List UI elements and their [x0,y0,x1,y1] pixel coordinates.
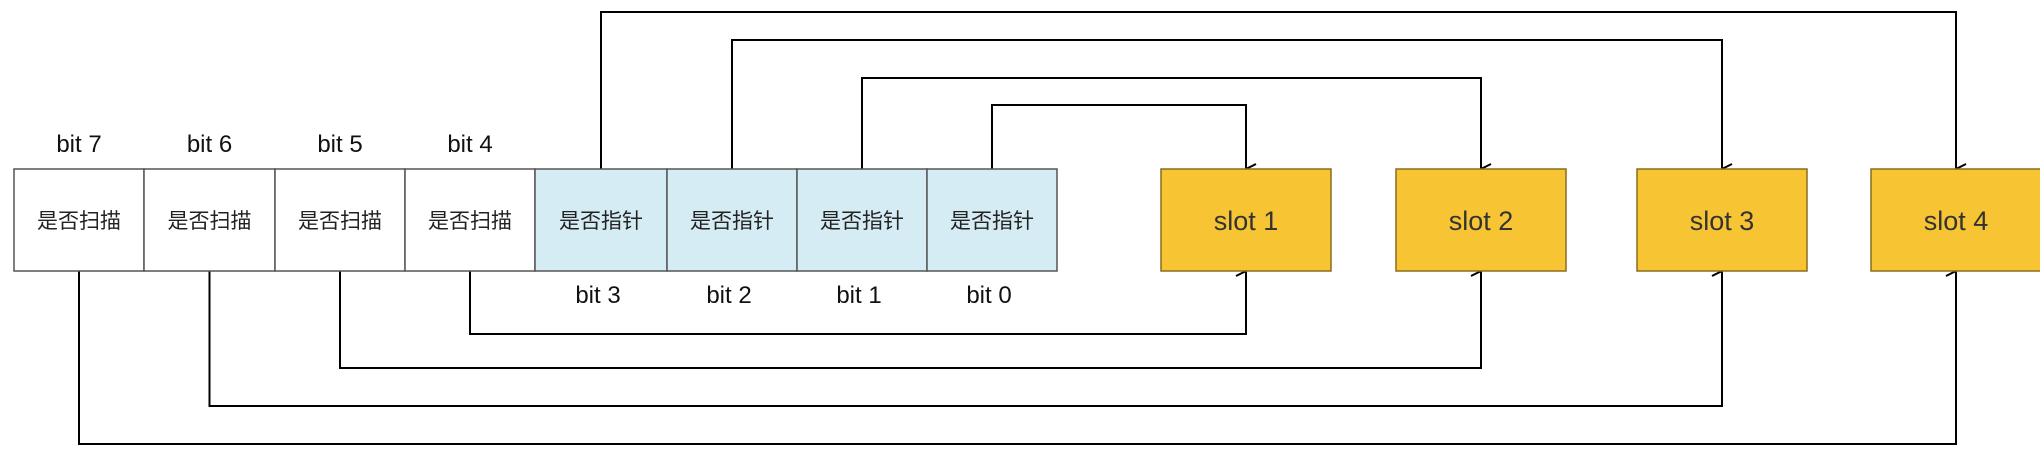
bit-label-bit-2: bit 2 [706,282,751,309]
slots: slot 1 slot 2 slot 3 slot 4 [1160,168,2040,272]
connector-wires [78,11,1957,445]
arrow-bit-4-to-slot-1 [469,271,1247,335]
bitmap-byte: 是否扫描 是否扫描 是否扫描 是否扫描 是否指针 是否指针 是否指针 是否指针 [13,168,1058,272]
bit-cell-bit-1: 是否指针 [796,168,928,272]
bit-cell-text: 是否指针 [690,209,774,233]
bit-label-bit-0: bit 0 [966,282,1011,309]
bit-cell-bit-2: 是否指针 [666,168,798,272]
bit-cell-box [13,168,145,272]
arrow-bit-2-to-slot-3 [731,39,1722,169]
bit-cell-bit-4: 是否扫描 [404,168,536,272]
bit-cell-box [666,168,798,272]
slot-3-box: slot 3 [1636,168,1808,272]
bit-cell-bit-6: 是否扫描 [143,168,276,272]
slot-rect [1395,168,1567,272]
slot-1-box: slot 1 [1160,168,1332,272]
bit-cell-text: 是否扫描 [168,209,252,233]
bit-label-bit-5: bit 5 [317,131,362,158]
bit-label-bit-4: bit 4 [447,131,492,158]
arrow-bit-5-to-slot-2 [339,271,1482,369]
bit-label-bit-1: bit 1 [836,282,881,309]
arrow-bit-6-to-slot-3 [208,271,1723,407]
slot-label: slot 2 [1449,206,1514,236]
bit-label-bit-3: bit 3 [575,282,620,309]
bit-cell-bit-3: 是否指针 [534,168,668,272]
bit-cell-bit-0: 是否指针 [926,168,1058,272]
bit-cell-box [143,168,276,272]
arrow-bit-0-to-slot-1 [991,104,1246,169]
bit-cell-text: 是否指针 [559,209,643,233]
bit-cell-text: 是否扫描 [428,209,512,233]
slot-rect [1636,168,1808,272]
bit-label-bit-7: bit 7 [56,131,101,158]
slot-2-box: slot 2 [1395,168,1567,272]
arrow-bit-1-to-slot-2 [861,77,1481,169]
bit-cell-box [926,168,1058,272]
bit-cell-box [796,168,928,272]
bit-cell-text: 是否指针 [950,209,1034,233]
bit-cell-text: 是否指针 [820,209,904,233]
bit-label-bit-6: bit 6 [187,131,232,158]
slot-label: slot 3 [1690,206,1755,236]
arrow-bit-7-to-slot-4 [78,271,1957,445]
bit-cell-bit-5: 是否扫描 [274,168,406,272]
slot-label: slot 4 [1924,206,1989,236]
bit-cell-text: 是否扫描 [37,209,121,233]
slot-rect [1870,168,2040,272]
slot-4-box: slot 4 [1870,168,2040,272]
bit-labels: bit 7 bit 6 bit 5 bit 4 bit 3 bit 2 bit 1 bit 0 [56,131,1011,309]
slot-rect [1160,168,1332,272]
bit-cell-bit-7: 是否扫描 [13,168,145,272]
arrow-bit-3-to-slot-4 [600,11,1956,169]
bit-cell-text: 是否扫描 [298,209,382,233]
slot-label: slot 1 [1214,206,1279,236]
